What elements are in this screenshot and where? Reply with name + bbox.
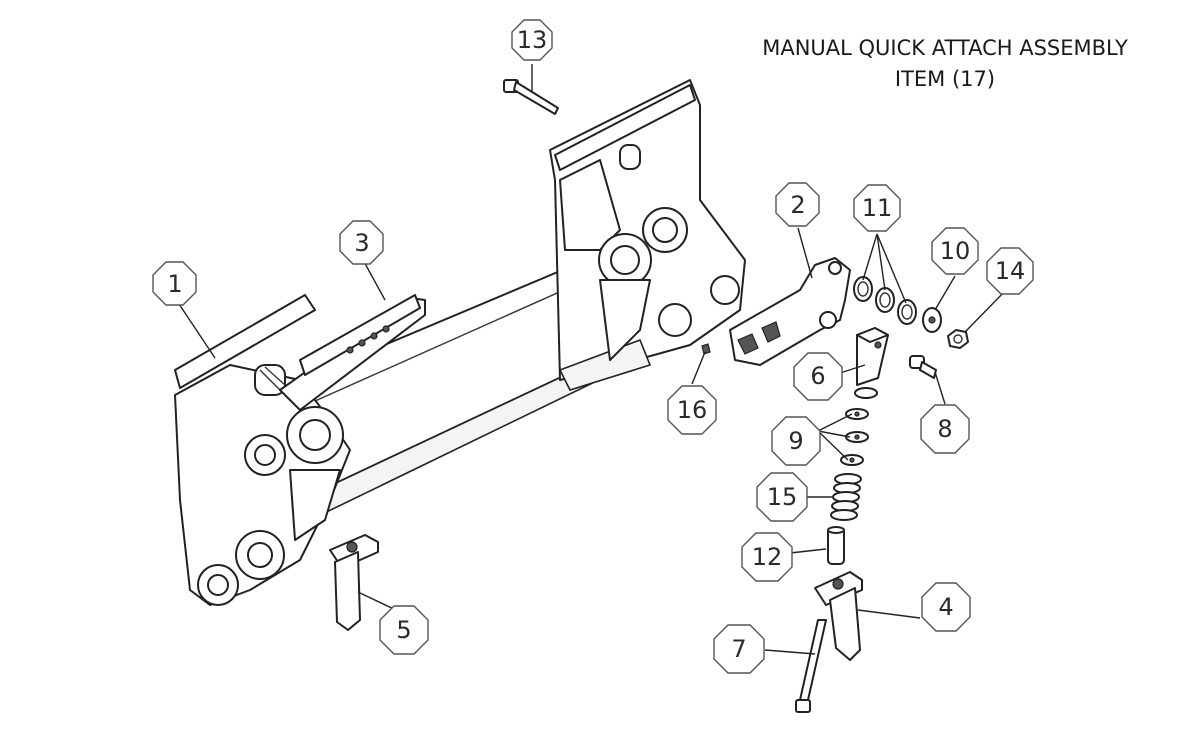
callout-10: 10 [931,227,979,275]
spring-15 [830,473,862,521]
callout-label: 12 [752,543,783,571]
callout-label: 16 [677,396,708,424]
callout-11: 11 [853,184,901,232]
callout-12: 12 [741,532,793,582]
callout-16: 16 [667,385,717,435]
latch-pin-5 [329,534,379,631]
callout-label: 1 [167,270,182,298]
callout-label: 2 [790,191,805,219]
nut-14 [947,329,969,349]
handle-lever [279,294,426,411]
callout-label: 4 [938,593,953,621]
grease-fitting-16 [701,343,711,355]
callout-label: 15 [767,483,798,511]
diagram-title-line-1: MANUAL QUICK ATTACH ASSEMBLY [762,36,1128,60]
latch-block-6 [856,327,889,386]
callout-label: 13 [517,26,548,54]
callout-3: 3 [339,220,384,265]
callout-14: 14 [986,247,1034,295]
washer-10 [922,307,942,333]
callout-8: 8 [920,404,970,454]
washers-11 [853,276,917,325]
callout-4: 4 [921,582,971,632]
callout-15: 15 [756,472,808,522]
callout-13: 13 [511,19,553,61]
callout-2: 2 [775,182,820,227]
bolt-7 [795,619,827,713]
callout-label: 9 [788,427,803,455]
callout-label: 7 [731,635,746,663]
callout-label: 3 [354,229,369,257]
callout-label: 14 [995,257,1026,285]
callout-label: 8 [937,415,952,443]
diagram-title-line-2: ITEM (17) [895,67,995,91]
callout-6: 6 [793,352,843,401]
latch-lever-arm [729,257,851,366]
callout-label: 11 [862,194,893,222]
callout-1: 1 [152,261,197,306]
callout-label: 5 [396,616,411,644]
latch-pin-4 [814,571,863,661]
callout-5: 5 [379,605,429,655]
bolt-13 [503,79,559,115]
callout-7: 7 [713,624,765,674]
washers-9 [840,387,878,466]
callout-9: 9 [771,416,821,466]
quick-attach-frame [174,79,746,606]
callout-label: 10 [940,237,971,265]
callout-label: 6 [810,362,825,390]
pin-12 [827,526,845,565]
bolt-8 [909,355,937,379]
